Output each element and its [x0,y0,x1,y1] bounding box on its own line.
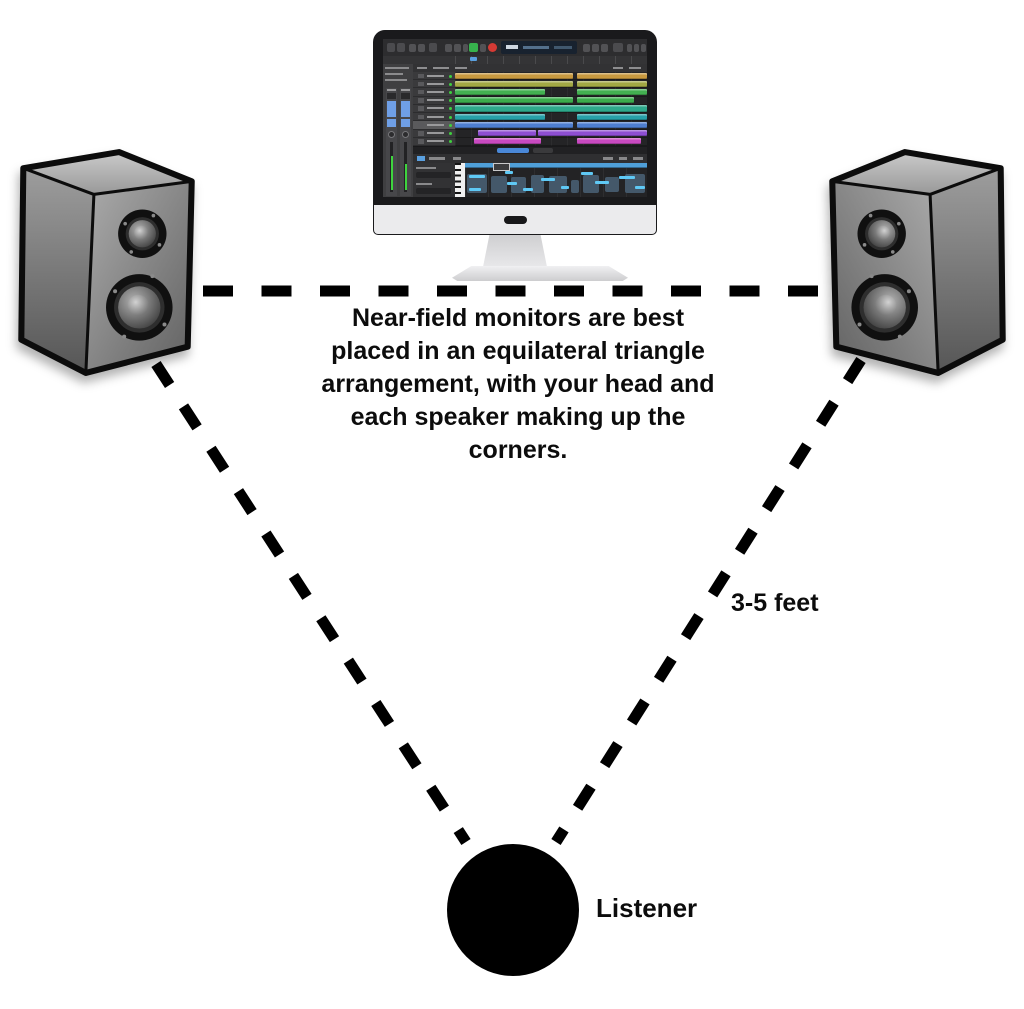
daw-midi-note [619,176,635,179]
daw-midi-note [635,186,645,189]
caption-line: each speaker making up the [350,403,686,431]
daw-track-header [413,121,455,130]
daw-piano-roll-editor [413,146,647,197]
daw-waveform-blob [571,180,579,193]
daw-midi-note [505,171,513,174]
track-teal-1 [455,105,647,114]
daw-midi-note [469,188,481,191]
daw-inspector-panel [383,64,414,197]
monitor-chin-pill [504,216,527,224]
daw-inactive-tab [533,148,553,153]
track-magenta [455,138,647,146]
daw-midi-note [507,182,517,185]
monitor-stand-neck [483,235,547,267]
daw-track-headers [413,72,455,146]
computer-monitor [373,30,657,235]
daw-toolbar [383,39,647,57]
track-teal-2 [455,113,647,122]
caption-line: placed in an equilateral triangle [331,337,705,365]
daw-midi-note [561,186,569,189]
daw-region-bar [465,163,647,168]
daw-midi-note [595,181,609,184]
distance-label: 3-5 feet [731,589,819,617]
track-purple [455,130,647,138]
daw-note-grid [465,163,647,197]
daw-channel-strip [400,88,411,196]
listener-head-dot [447,844,579,976]
daw-track-lanes [455,72,647,146]
track-green-1 [455,88,647,97]
daw-midi-note [541,178,555,181]
track-blue [455,121,647,130]
track-orange [455,72,647,81]
caption-text: Near-field monitors are best placed in a… [292,302,744,467]
daw-playhead [470,57,477,61]
daw-track-header [413,129,455,138]
caption-line: corners. [468,436,568,464]
daw-track-header [413,72,455,81]
track-olive [455,80,647,89]
right-speaker [825,143,1013,381]
listener-label: Listener [596,893,698,923]
daw-selected-cycle [493,163,510,171]
daw-midi-note [469,175,485,178]
daw-active-tab [497,148,529,153]
daw-track-header [413,137,455,146]
daw-track-header [413,88,455,97]
daw-editor-tabs [413,147,647,154]
daw-track-header [413,80,455,89]
daw-track-header [413,113,455,122]
daw-waveform-blob [531,175,544,193]
daw-piano-keys [455,163,465,197]
caption-line: Near-field monitors are best [351,304,685,332]
monitor-chin [374,205,656,234]
monitor-stand-base [452,266,628,281]
track-green-2 [455,97,647,105]
daw-channel-strip [386,88,397,196]
daw-waveform-blob [491,176,507,193]
daw-waveform-blob [605,177,619,192]
daw-screen [383,39,647,197]
left-speaker [11,143,199,381]
daw-play-button-icon [469,43,478,52]
daw-track-header [413,104,455,114]
daw-waveform-blob [511,177,526,193]
caption-line: arrangement, with your head and [321,370,715,398]
daw-editor-inspector [413,163,456,197]
daw-record-button-icon [488,43,497,52]
daw-lcd-display [501,41,577,54]
daw-waveform-blob [583,175,599,193]
daw-midi-note [523,188,533,191]
daw-midi-note [581,172,593,175]
daw-track-header [413,96,455,105]
